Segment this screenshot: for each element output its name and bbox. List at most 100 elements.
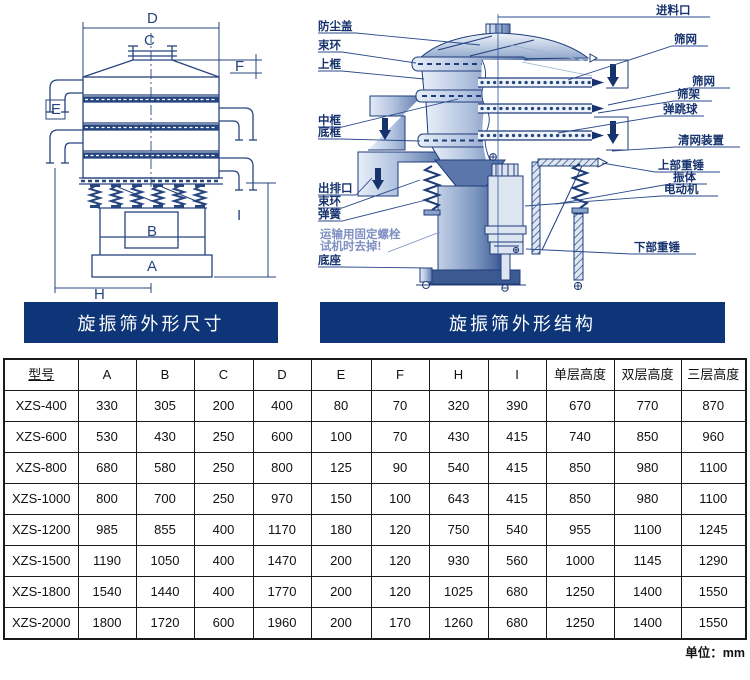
value-cell: 1550 — [680, 576, 747, 608]
section-title-structure: 旋振筛外形结构 — [320, 302, 725, 343]
value-cell: 1100 — [680, 483, 747, 515]
label-vibrating-body: 振体 — [673, 170, 696, 184]
value-cell: 980 — [613, 483, 682, 515]
model-cell: XZS-1500 — [3, 545, 79, 577]
value-cell: 930 — [428, 545, 489, 577]
value-cell: 1145 — [613, 545, 682, 577]
value-cell: 400 — [193, 514, 254, 546]
value-cell: 670 — [545, 390, 615, 422]
value-cell: 70 — [370, 390, 430, 422]
dim-label-c: C — [144, 32, 155, 49]
value-cell: 170 — [370, 607, 430, 640]
value-cell: 770 — [613, 390, 682, 422]
label-motor: 电动机 — [664, 182, 699, 196]
value-cell: 1440 — [135, 576, 195, 608]
column-header: E — [310, 358, 372, 391]
value-cell: 80 — [310, 390, 372, 422]
label-base: 底座 — [318, 253, 341, 267]
value-cell: 250 — [193, 483, 254, 515]
value-cell: 560 — [487, 545, 547, 577]
label-dust-cover: 防尘盖 — [318, 19, 353, 33]
value-cell: 800 — [252, 452, 312, 484]
value-cell: 100 — [310, 421, 372, 453]
column-header: A — [77, 358, 137, 391]
value-cell: 600 — [193, 607, 254, 640]
value-cell: 1190 — [77, 545, 137, 577]
model-cell: XZS-800 — [3, 452, 79, 484]
value-cell: 180 — [310, 514, 372, 546]
value-cell: 120 — [370, 576, 430, 608]
value-cell: 1100 — [680, 452, 747, 484]
value-cell: 1260 — [428, 607, 489, 640]
value-cell: 955 — [545, 514, 615, 546]
value-cell: 330 — [77, 390, 137, 422]
value-cell: 1000 — [545, 545, 615, 577]
value-cell: 970 — [252, 483, 312, 515]
value-cell: 680 — [77, 452, 137, 484]
label-bouncing-ball: 弹跳球 — [663, 102, 698, 116]
value-cell: 90 — [370, 452, 430, 484]
value-cell: 125 — [310, 452, 372, 484]
value-cell: 870 — [680, 390, 747, 422]
label-bottom-frame: 底框 — [318, 125, 341, 139]
dim-label-f: F — [235, 58, 244, 75]
value-cell: 415 — [487, 483, 547, 515]
dim-label-h: H — [94, 286, 105, 300]
value-cell: 680 — [487, 576, 547, 608]
value-cell: 200 — [193, 390, 254, 422]
value-cell: 740 — [545, 421, 615, 453]
column-header: F — [370, 358, 430, 391]
structure-diagram: 防尘盖 束环 上框 中框 底框 出排口 束环 弹簧 底座 运输用固定螺栓 试机时… — [318, 3, 740, 292]
value-cell: 415 — [487, 421, 547, 453]
value-cell: 1025 — [428, 576, 489, 608]
unit-note: 单位：mm — [685, 646, 745, 660]
leader-lines — [318, 16, 740, 269]
value-cell: 980 — [613, 452, 682, 484]
column-header: B — [135, 358, 195, 391]
value-cell: 415 — [487, 452, 547, 484]
value-cell: 600 — [252, 421, 312, 453]
label-clamp-ring-bottom: 束环 — [318, 194, 341, 208]
column-header: 型号 — [3, 358, 79, 391]
value-cell: 1250 — [545, 607, 615, 640]
value-cell: 1245 — [680, 514, 747, 546]
value-cell: 200 — [310, 607, 372, 640]
label-upper-weight: 上部重锤 — [658, 158, 704, 172]
value-cell: 1960 — [252, 607, 312, 640]
value-cell: 850 — [613, 421, 682, 453]
value-cell: 400 — [193, 576, 254, 608]
section-title-dimensions: 旋振筛外形尺寸 — [24, 302, 278, 343]
value-cell: 1470 — [252, 545, 312, 577]
flow-arrows — [372, 64, 619, 190]
column-header: 双层高度 — [613, 358, 682, 391]
column-header: I — [487, 358, 547, 391]
value-cell: 200 — [310, 576, 372, 608]
label-lower-weight: 下部重锤 — [634, 240, 680, 254]
value-cell: 305 — [135, 390, 195, 422]
value-cell: 750 — [428, 514, 489, 546]
dim-label-b: B — [147, 223, 157, 240]
value-cell: 1800 — [77, 607, 137, 640]
value-cell: 200 — [310, 545, 372, 577]
value-cell: 540 — [487, 514, 547, 546]
value-cell: 960 — [680, 421, 747, 453]
value-cell: 320 — [428, 390, 489, 422]
label-feed-inlet: 进料口 — [656, 3, 691, 17]
column-header: 单层高度 — [545, 358, 615, 391]
value-cell: 150 — [310, 483, 372, 515]
value-cell: 1400 — [613, 607, 682, 640]
value-cell: 430 — [135, 421, 195, 453]
dim-label-e: E — [51, 101, 61, 118]
value-cell: 400 — [252, 390, 312, 422]
value-cell: 540 — [428, 452, 489, 484]
value-cell: 530 — [77, 421, 137, 453]
value-cell: 800 — [77, 483, 137, 515]
value-cell: 1550 — [680, 607, 747, 640]
